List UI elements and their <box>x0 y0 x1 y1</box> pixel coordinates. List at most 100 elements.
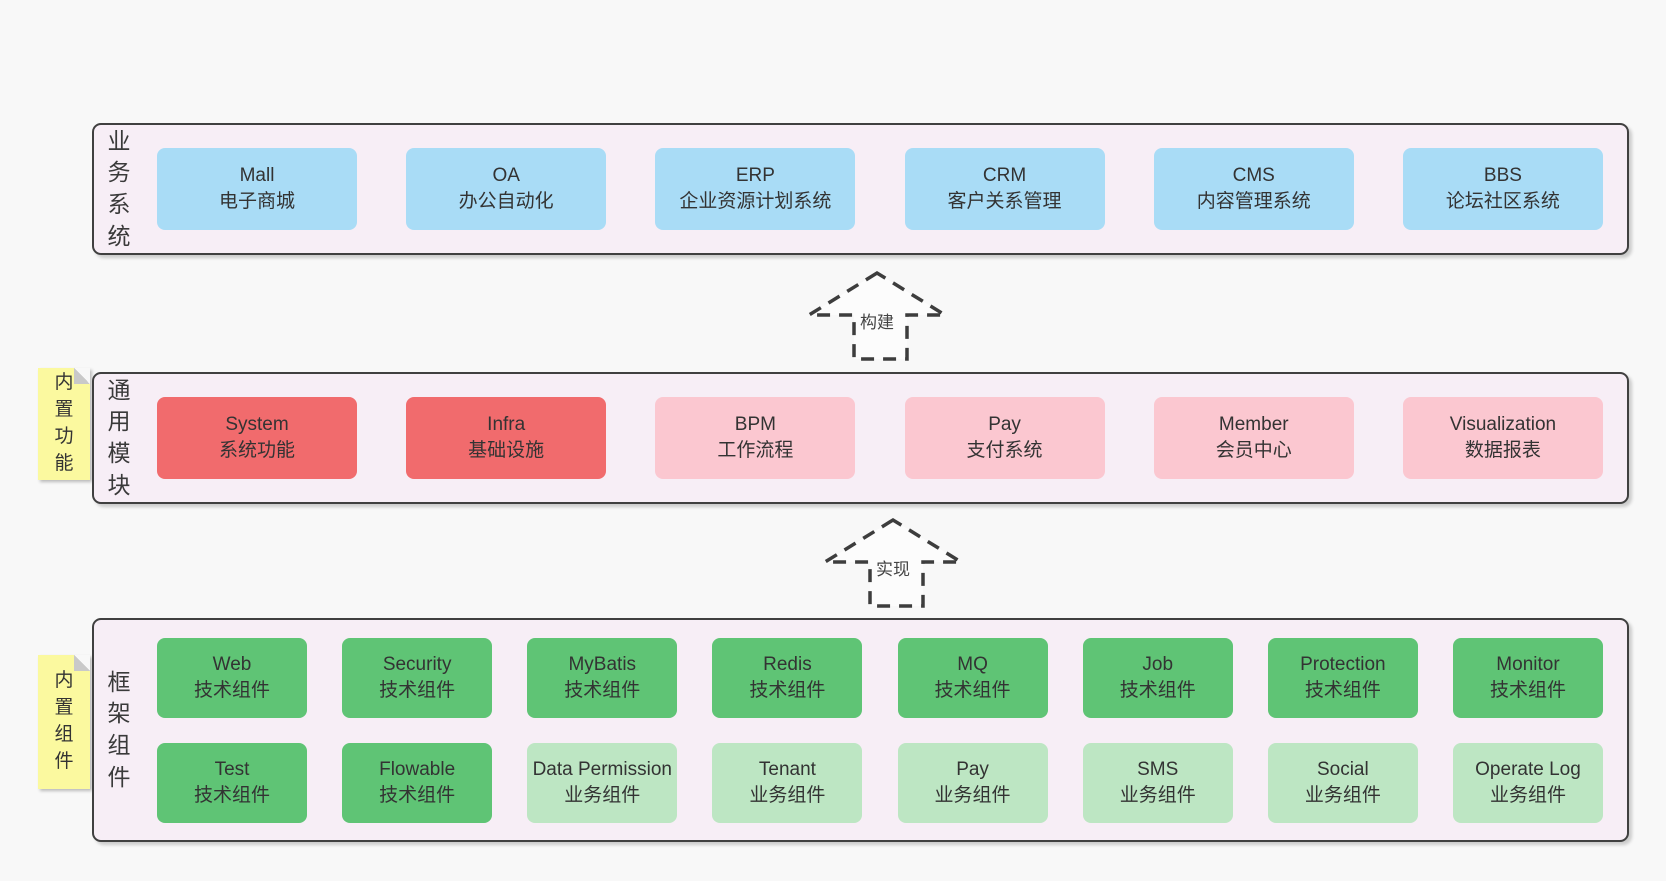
folded-corner-icon <box>74 655 90 671</box>
box-system: System 系统功能 <box>157 397 357 479</box>
box-title: Redis <box>763 653 812 675</box>
box-subtitle: 技术组件 <box>379 784 456 806</box>
box-title: BBS <box>1483 165 1522 187</box>
box-subtitle: 办公自动化 <box>458 191 554 212</box>
layer-label-common-modules: 通用模块 <box>107 376 131 498</box>
box-title: Pay <box>988 414 1021 436</box>
sticky-note-label: 内置功能 <box>54 372 74 474</box>
layer-framework-components: 框架组件 Web 技术组件 Security 技术组件 MyBatis 技术组件… <box>92 618 1629 842</box>
box-subtitle: 业务组件 <box>934 784 1011 806</box>
box-subtitle: 论坛社区系统 <box>1445 191 1560 212</box>
box-subtitle: 技术组件 <box>193 679 270 701</box>
business-systems-row: Mall 电子商城 OA 办公自动化 ERP 企业资源计划系统 CRM 客户关系… <box>131 148 1627 230</box>
box-visualization: Visualization 数据报表 <box>1402 397 1603 479</box>
sticky-note-builtin-components: 内置组件 <box>38 655 90 789</box>
box-title: MyBatis <box>568 653 637 675</box>
box-title: BPM <box>734 414 776 436</box>
box-title: System <box>225 414 289 436</box>
box-title: SMS <box>1137 758 1179 780</box>
box-title: Social <box>1316 758 1369 780</box>
box-title: Web <box>212 653 252 675</box>
box-title: Tenant <box>758 758 816 780</box>
box-subtitle: 支付系统 <box>966 440 1043 461</box>
box-mybatis: MyBatis 技术组件 <box>527 637 678 718</box>
box-crm: CRM 客户关系管理 <box>904 148 1105 230</box>
arrow-build: 构建 <box>802 270 952 362</box>
box-title: CRM <box>982 165 1027 187</box>
box-test: Test 技术组件 <box>157 742 307 823</box>
box-title: ERP <box>735 165 775 187</box>
box-tenant: Tenant 业务组件 <box>712 742 863 823</box>
box-pay-module: Pay 支付系统 <box>904 397 1105 479</box>
box-subtitle: 技术组件 <box>193 784 270 806</box>
layer-business-systems: 业务系统 Mall 电子商城 OA 办公自动化 ERP 企业资源计划系统 CRM… <box>92 123 1629 255</box>
box-sms: SMS 业务组件 <box>1082 742 1233 823</box>
box-member: Member 会员中心 <box>1153 397 1354 479</box>
box-title: Infra <box>487 414 526 436</box>
box-subtitle: 技术组件 <box>1489 679 1566 701</box>
box-protection: Protection 技术组件 <box>1267 637 1418 718</box>
framework-row-2: Test 技术组件 Flowable 技术组件 Data Permission … <box>157 742 1603 823</box>
box-subtitle: 会员中心 <box>1215 440 1292 461</box>
layer-label-framework-components: 框架组件 <box>107 668 131 790</box>
box-subtitle: 业务组件 <box>1489 784 1566 806</box>
box-title: Data Permission <box>532 758 672 780</box>
box-subtitle: 基础设施 <box>468 440 545 461</box>
box-subtitle: 技术组件 <box>934 679 1011 701</box>
box-title: Visualization <box>1449 414 1557 436</box>
box-job: Job 技术组件 <box>1082 637 1233 718</box>
box-title: CMS <box>1232 165 1275 187</box>
box-flowable: Flowable 技术组件 <box>342 742 493 823</box>
framework-row-1: Web 技术组件 Security 技术组件 MyBatis 技术组件 Redi… <box>157 637 1603 718</box>
box-title: Test <box>214 758 250 780</box>
box-subtitle: 业务组件 <box>1119 784 1196 806</box>
box-web: Web 技术组件 <box>157 637 307 718</box>
arrow-build-label: 构建 <box>857 312 897 335</box>
box-title: Operate Log <box>1475 758 1581 780</box>
box-operate-log: Operate Log 业务组件 <box>1452 742 1603 823</box>
box-subtitle: 业务组件 <box>749 784 826 806</box>
arrow-implement: 实现 <box>818 517 968 609</box>
box-title: Member <box>1218 414 1289 436</box>
box-data-permission: Data Permission 业务组件 <box>527 742 678 823</box>
layer-common-modules: 通用模块 System 系统功能 Infra 基础设施 BPM 工作流程 Pay… <box>92 372 1629 504</box>
box-subtitle: 业务组件 <box>1304 784 1381 806</box>
box-mq: MQ 技术组件 <box>897 637 1048 718</box>
box-title: Protection <box>1300 653 1386 675</box>
layer-label-business-systems: 业务系统 <box>107 127 131 249</box>
box-subtitle: 客户关系管理 <box>947 191 1062 212</box>
box-social: Social 业务组件 <box>1267 742 1418 823</box>
box-security: Security 技术组件 <box>342 637 493 718</box>
box-subtitle: 系统功能 <box>218 440 295 461</box>
common-modules-row: System 系统功能 Infra 基础设施 BPM 工作流程 Pay 支付系统… <box>131 397 1627 479</box>
box-bpm: BPM 工作流程 <box>655 397 856 479</box>
framework-components-grid: Web 技术组件 Security 技术组件 MyBatis 技术组件 Redi… <box>131 637 1627 823</box>
box-subtitle: 技术组件 <box>564 679 641 701</box>
box-erp: ERP 企业资源计划系统 <box>655 148 856 230</box>
box-subtitle: 电子商城 <box>218 191 295 212</box>
box-mall: Mall 电子商城 <box>157 148 357 230</box>
box-subtitle: 业务组件 <box>564 784 641 806</box>
box-title: OA <box>492 165 520 187</box>
box-title: MQ <box>957 653 988 675</box>
sticky-note-builtin-features: 内置功能 <box>38 368 90 480</box>
folded-corner-icon <box>74 368 90 384</box>
box-monitor: Monitor 技术组件 <box>1452 637 1603 718</box>
arrow-implement-label: 实现 <box>873 559 913 582</box>
box-subtitle: 工作流程 <box>717 440 794 461</box>
box-redis: Redis 技术组件 <box>712 637 863 718</box>
box-subtitle: 企业资源计划系统 <box>679 191 832 212</box>
box-title: Monitor <box>1496 653 1560 675</box>
box-subtitle: 内容管理系统 <box>1196 191 1311 212</box>
box-bbs: BBS 论坛社区系统 <box>1402 148 1603 230</box>
box-oa: OA 办公自动化 <box>406 148 607 230</box>
sticky-note-label: 内置组件 <box>54 670 74 772</box>
box-subtitle: 技术组件 <box>1304 679 1381 701</box>
box-infra: Infra 基础设施 <box>406 397 607 479</box>
box-subtitle: 数据报表 <box>1464 440 1541 461</box>
box-pay-component: Pay 业务组件 <box>897 742 1048 823</box>
box-subtitle: 技术组件 <box>1119 679 1196 701</box>
box-title: Security <box>382 653 452 675</box>
box-subtitle: 技术组件 <box>379 679 456 701</box>
box-title: Pay <box>956 758 989 780</box>
